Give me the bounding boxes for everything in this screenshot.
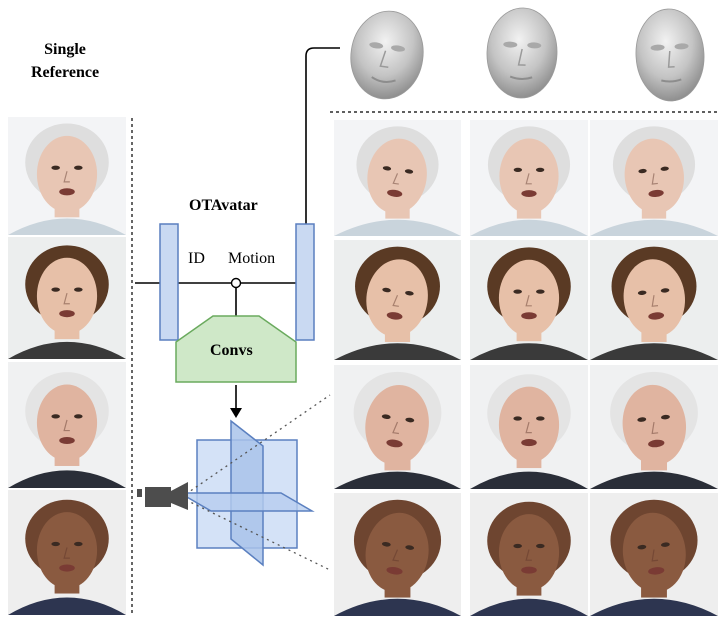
mesh-right-icon bbox=[635, 8, 705, 102]
motion-to-mesh-line bbox=[305, 47, 340, 224]
triplane bbox=[177, 419, 315, 567]
reference-title: Single Reference bbox=[10, 38, 120, 84]
view-ray-bottom bbox=[185, 499, 331, 571]
generated-face-image bbox=[470, 120, 588, 236]
convs-label: Convs bbox=[210, 342, 253, 359]
generated-face-image bbox=[470, 365, 588, 489]
mesh-row bbox=[350, 7, 705, 102]
identity-encoder bbox=[159, 223, 179, 341]
fusion-node bbox=[230, 277, 242, 289]
generated-face-image bbox=[590, 365, 718, 489]
reference-title-line2: Reference bbox=[30, 64, 100, 81]
view-ray-top bbox=[185, 394, 331, 495]
mesh-front-icon bbox=[486, 7, 558, 99]
generated-face-image bbox=[334, 240, 461, 360]
generated-face-image bbox=[334, 365, 461, 489]
id-label: ID bbox=[188, 250, 205, 267]
generated-face-image bbox=[590, 120, 718, 236]
generated-face-image bbox=[334, 120, 461, 236]
reference-title-line1: Single bbox=[44, 41, 86, 58]
reference-face-image bbox=[8, 490, 126, 615]
mesh-left-icon bbox=[350, 10, 424, 100]
reference-face-image bbox=[8, 237, 126, 359]
generated-face-image bbox=[470, 240, 588, 360]
model-name: OTAvatar bbox=[189, 197, 258, 214]
motion-label: Motion bbox=[228, 250, 276, 267]
generated-face-image bbox=[470, 493, 588, 616]
generated-face-image bbox=[590, 493, 718, 616]
convs-block bbox=[175, 315, 297, 383]
camera-icon bbox=[137, 482, 188, 510]
reference-face-image bbox=[8, 362, 126, 488]
reference-face-image bbox=[8, 117, 126, 235]
motion-encoder bbox=[295, 223, 315, 341]
arrow-head-icon bbox=[230, 408, 242, 418]
generated-face-image bbox=[334, 493, 461, 616]
generated-face-image bbox=[590, 240, 718, 360]
